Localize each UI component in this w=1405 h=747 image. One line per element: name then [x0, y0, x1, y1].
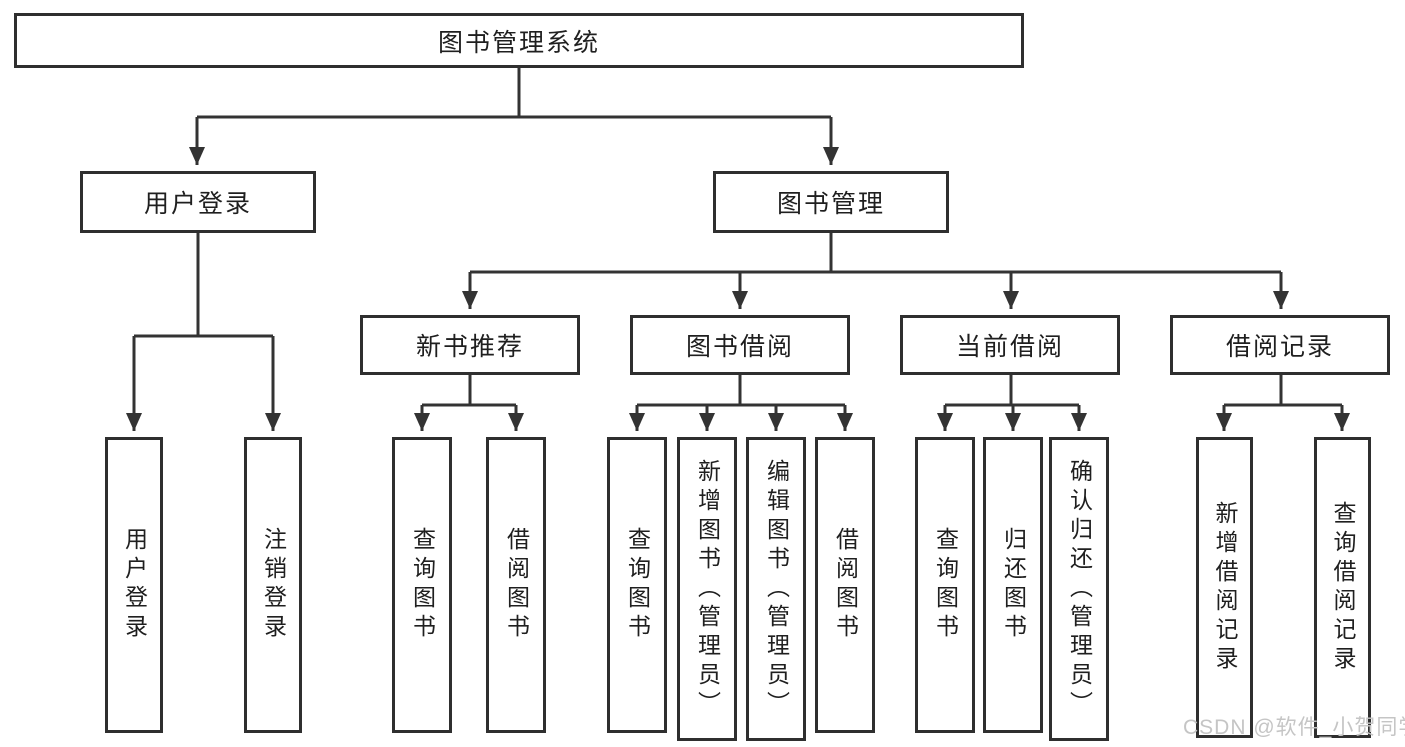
- leaf-user-login: 用户登录: [105, 437, 163, 733]
- node-label: 查询借阅记录: [1330, 500, 1356, 675]
- node-label: 当前借阅: [955, 333, 1064, 361]
- node-label: 图书借阅: [685, 333, 794, 361]
- leaf-add-borrow-record: 新增借阅记录: [1196, 437, 1253, 738]
- leaf-borrow-books-recommend: 借阅图书: [486, 437, 546, 733]
- node-label: 用户登录: [143, 190, 252, 218]
- leaf-edit-books-admin: 编辑图书（管理员）: [746, 437, 806, 741]
- leaf-query-books-recommend: 查询图书: [392, 437, 452, 733]
- node-label: 用户登录: [121, 527, 148, 643]
- leaf-return-books: 归还图书: [983, 437, 1043, 733]
- node-book-management: 图书管理: [713, 171, 949, 233]
- leaf-query-books-current: 查询图书: [915, 437, 975, 733]
- node-label: 新增图书（管理员）: [694, 458, 721, 720]
- node-label: 借阅图书: [832, 527, 859, 643]
- node-label: 注销登录: [260, 527, 287, 643]
- node-root-system: 图书管理系统: [14, 13, 1024, 68]
- node-user-login: 用户登录: [80, 171, 316, 233]
- node-label: 借阅图书: [503, 527, 530, 643]
- node-label: 归还图书: [1000, 527, 1027, 643]
- node-book-borrow: 图书借阅: [630, 315, 850, 375]
- node-label: 图书管理: [776, 190, 885, 218]
- node-label: 查询图书: [624, 527, 651, 643]
- leaf-logout: 注销登录: [244, 437, 302, 733]
- csdn-watermark: CSDN @软件_小贺同学: [1183, 716, 1405, 739]
- leaf-add-books-admin: 新增图书（管理员）: [677, 437, 737, 741]
- leaf-query-borrow-record: 查询借阅记录: [1314, 437, 1371, 738]
- leaf-borrow-books: 借阅图书: [815, 437, 875, 733]
- node-current-borrow: 当前借阅: [900, 315, 1120, 375]
- node-label: 新书推荐: [415, 333, 524, 361]
- node-label: 借阅记录: [1225, 333, 1334, 361]
- node-new-book-recommend: 新书推荐: [360, 315, 580, 375]
- node-label: 确认归还（管理员）: [1066, 458, 1093, 720]
- node-label: 查询图书: [932, 527, 959, 643]
- node-label: 新增借阅记录: [1212, 500, 1238, 675]
- node-borrow-records: 借阅记录: [1170, 315, 1390, 375]
- leaf-query-books-borrow: 查询图书: [607, 437, 667, 733]
- node-label: 图书管理系统: [437, 28, 600, 57]
- node-label: 编辑图书（管理员）: [763, 458, 790, 720]
- node-label: 查询图书: [409, 527, 436, 643]
- leaf-confirm-return-admin: 确认归还（管理员）: [1049, 437, 1109, 741]
